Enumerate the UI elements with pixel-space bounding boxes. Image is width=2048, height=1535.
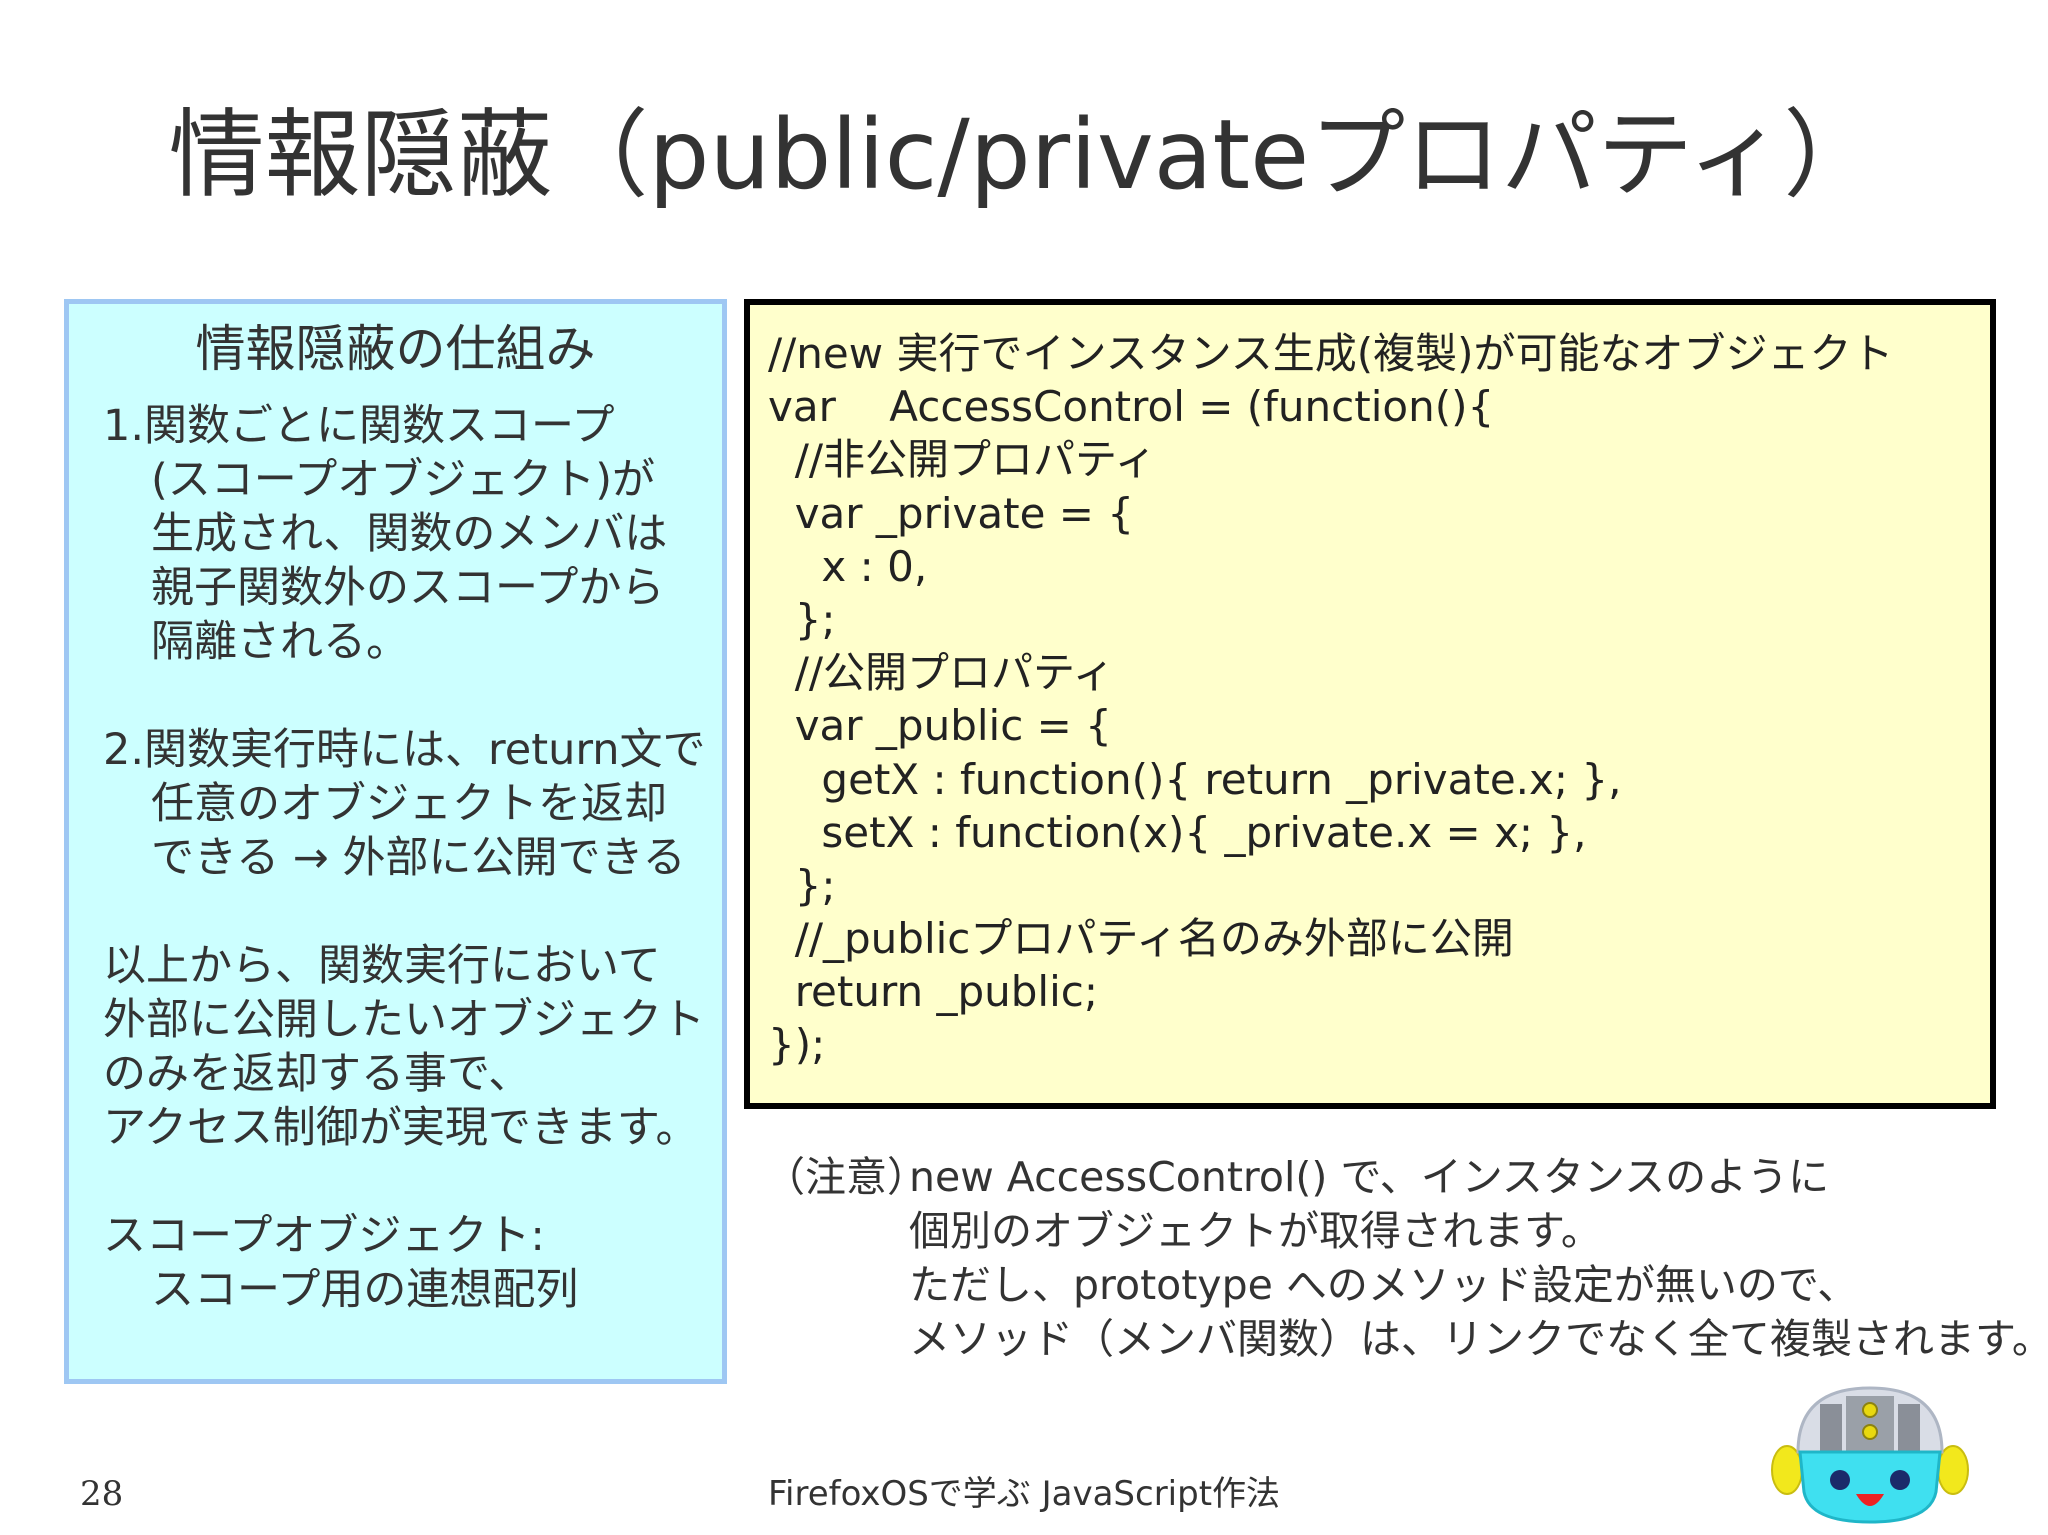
mechanism-heading: 情報隠蔽の仕組み [195, 320, 596, 378]
code-line: var AccessControl = (function(){ [768, 382, 1495, 432]
note-line: メソッド（メンバ関数）は、リンクでなく全て複製されます。 [909, 1315, 2048, 1363]
code-sample: //new 実行でインスタンス生成(複製)が可能なオブジェクト var Acce… [768, 327, 1894, 1072]
code-line: //非公開プロパティ [768, 435, 1157, 485]
code-sample-box: //new 実行でインスタンス生成(複製)が可能なオブジェクト var Acce… [744, 299, 1996, 1109]
code-line: var _private = { [768, 488, 1135, 538]
note-prefix: （注意） [764, 1153, 928, 1201]
code-line: x : 0, [768, 541, 928, 591]
page-number: 28 [80, 1474, 124, 1514]
mechanism-line: 親子関数外のスコープから [151, 563, 665, 613]
footer-text: FirefoxOSで学ぶ JavaScript作法 [767, 1474, 1281, 1514]
note-line: （注意）new AccessControl() で、インスタンスのように [764, 1150, 2004, 1204]
mechanism-line: 任意のオブジェクトを返却 [151, 779, 667, 829]
mechanism-line: 以上から、関数実行において [103, 941, 661, 991]
code-line: }; [768, 860, 836, 910]
code-line: var _public = { [768, 701, 1112, 751]
mechanism-line: アクセス制御が実現できます。 [103, 1103, 699, 1153]
spacer [103, 885, 713, 939]
spacer [103, 669, 713, 723]
mechanism-line: 1.関数ごとに関数スコープ [103, 401, 615, 451]
code-line: //new 実行でインスタンス生成(複製)が可能なオブジェクト [768, 329, 1894, 378]
code-line: }); [768, 1020, 826, 1070]
mechanism-line: (スコープオブジェクト)が [151, 455, 655, 505]
note-line: ただし、prototype へのメソッド設定が無いので、 [909, 1261, 1859, 1309]
mechanism-line: 隔離される。 [151, 617, 409, 667]
slide-title: 情報隠蔽（public/privateプロパティ） [168, 99, 1880, 211]
mechanism-line: できる → 外部に公開できる [151, 833, 686, 883]
code-line: getX : function(){ return _private.x; }, [768, 754, 1622, 804]
mechanism-panel: 情報隠蔽の仕組み 1.関数ごとに関数スコープ (スコープオブジェクト)が 生成さ… [64, 299, 727, 1384]
code-line: return _public; [768, 967, 1098, 1017]
spacer [103, 1155, 713, 1209]
mechanism-line: のみを返却する事で、 [103, 1049, 532, 1099]
mechanism-line: 2.関数実行時には、return文で [103, 725, 706, 775]
robot-mascot-icon [1771, 1386, 1969, 1524]
code-line: //公開プロパティ [768, 648, 1115, 698]
mechanism-line: 生成され、関数のメンバは [151, 509, 668, 559]
mechanism-line: 外部に公開したいオブジェクト [103, 995, 705, 1045]
code-line: //_publicプロパティ名のみ外部に公開 [768, 914, 1514, 964]
mechanism-text: 1.関数ごとに関数スコープ (スコープオブジェクト)が 生成され、関数のメンバは… [103, 399, 713, 1317]
note-text: new AccessControl() で、インスタンスのように [909, 1153, 1830, 1201]
code-line: }; [768, 594, 836, 644]
note-line: 個別のオブジェクトが取得されます。 [909, 1207, 1602, 1255]
mechanism-line: スコープオブジェクト: [103, 1211, 545, 1261]
caution-note: （注意）new AccessControl() で、インスタンスのように 個別の… [764, 1150, 2048, 1366]
mechanism-line: スコープ用の連想配列 [151, 1265, 579, 1315]
code-line: setX : function(x){ _private.x = x; }, [768, 807, 1587, 857]
